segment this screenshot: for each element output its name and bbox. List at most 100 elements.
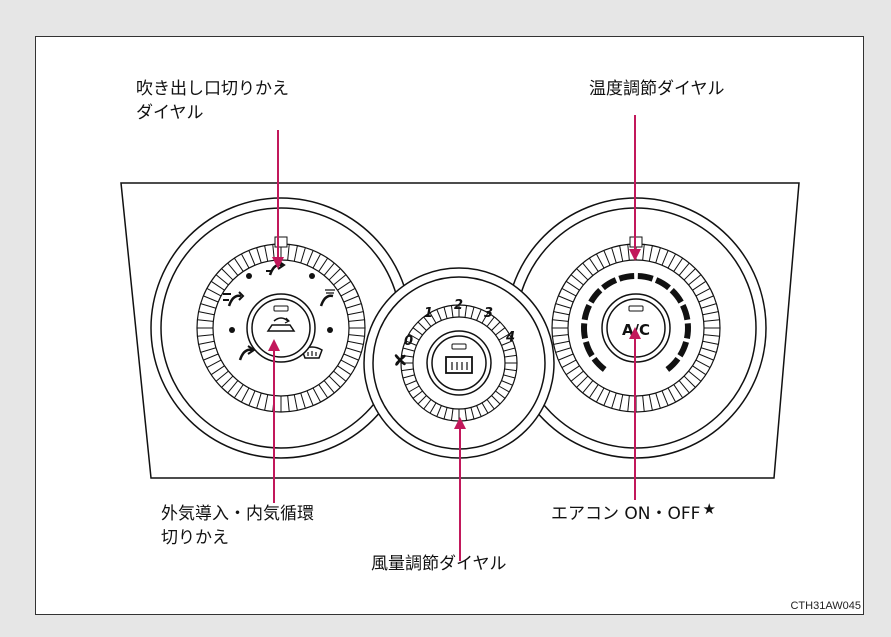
knurl-tick xyxy=(495,327,506,336)
knurl-tick xyxy=(256,392,262,409)
temperature-scale-segment xyxy=(581,304,592,321)
rear-defogger-button[interactable] xyxy=(426,330,492,396)
knurl-tick xyxy=(611,247,617,264)
knurl-tick xyxy=(323,380,335,394)
ac-label-text: エアコン ON・OFF xyxy=(551,504,701,524)
knurl-tick xyxy=(683,375,696,388)
knurl-tick xyxy=(702,340,719,345)
knurl-tick xyxy=(582,380,594,394)
knurl-tick xyxy=(501,380,513,386)
knurl-tick xyxy=(655,247,661,264)
knurl-tick xyxy=(481,312,489,324)
knurl-tick xyxy=(552,319,569,322)
rear-defogger-icon xyxy=(445,356,473,374)
knurl-tick xyxy=(678,262,690,276)
knurl-tick xyxy=(197,319,214,322)
outlet-foot-defrost-icon xyxy=(319,289,335,307)
temperature-scale-segment xyxy=(637,273,654,282)
knurl-tick xyxy=(198,311,215,316)
knurl-tick xyxy=(227,262,239,276)
knurl-tick xyxy=(588,384,599,399)
knurl-tick xyxy=(412,327,423,336)
knurl-tick xyxy=(203,353,219,361)
knurl-tick xyxy=(673,257,684,272)
recirculation-label-line2: 切りかえ xyxy=(161,528,229,548)
knurl-tick xyxy=(561,359,577,369)
knurl-tick xyxy=(498,385,510,393)
knurl-tick xyxy=(221,268,234,281)
knurl-tick xyxy=(678,380,690,394)
knurl-tick xyxy=(695,287,711,297)
temperature-scale-arc xyxy=(581,273,691,372)
temperature-scale-segment xyxy=(677,341,689,358)
knurl-tick xyxy=(576,375,589,388)
knurl-tick xyxy=(476,405,482,417)
knurl-tick xyxy=(345,303,362,309)
knurl-tick xyxy=(318,257,329,272)
recirculation-car-icon xyxy=(266,317,296,332)
fan-speed-labels: 0 1 2 3 4 xyxy=(404,298,515,349)
knurl-tick xyxy=(345,347,362,353)
knurl-tick xyxy=(328,268,341,281)
knurl-tick xyxy=(402,347,415,352)
knurl-tick xyxy=(504,368,517,372)
temperature-scale-segment xyxy=(583,341,595,358)
diagram-frame: 0 1 2 3 4 A/C xyxy=(35,36,864,615)
temperature-scale-segment xyxy=(654,277,671,291)
knurl-tick xyxy=(417,395,427,405)
knurl-tick xyxy=(227,380,239,394)
knurl-tick xyxy=(200,347,217,353)
knurl-tick xyxy=(340,359,356,369)
ac-button-label-callout: エアコン ON・OFF★ xyxy=(551,497,716,526)
knurl-tick xyxy=(688,274,702,286)
knurl-tick xyxy=(337,365,352,376)
knurl-tick xyxy=(565,280,580,291)
knurl-tick xyxy=(340,287,356,297)
knurl-tick xyxy=(565,365,580,376)
knurl-tick xyxy=(464,408,468,421)
knurl-tick xyxy=(661,250,669,266)
knurl-tick xyxy=(561,287,577,297)
knurl-tick xyxy=(206,359,222,369)
temperature-scale-segment xyxy=(588,288,603,304)
knurl-tick xyxy=(264,245,269,262)
knurl-tick xyxy=(210,365,225,376)
knurl-tick xyxy=(470,306,475,319)
knurl-tick xyxy=(688,370,702,382)
knurl-tick xyxy=(495,390,506,399)
recirculation-button[interactable] xyxy=(246,293,316,363)
knurl-tick xyxy=(210,280,225,291)
knurl-tick xyxy=(555,303,572,309)
knurl-tick xyxy=(348,319,365,322)
knurl-tick xyxy=(197,334,214,337)
knurl-tick xyxy=(642,395,645,412)
knurl-tick xyxy=(648,245,653,262)
temperature-dial-label: 温度調節ダイヤル xyxy=(589,79,725,99)
outlet-dial-label: 吹き出し口切りかえ ダイヤル xyxy=(136,77,289,125)
knurl-tick xyxy=(498,333,510,341)
fan-dial[interactable]: 0 1 2 3 4 xyxy=(394,298,518,422)
outlet-dial[interactable] xyxy=(196,236,366,413)
knurl-tick xyxy=(200,303,217,309)
temperature-scale-segment xyxy=(581,323,589,340)
knurl-tick xyxy=(595,253,605,269)
outlet-dial-label-line2: ダイヤル xyxy=(136,103,204,123)
knurl-tick xyxy=(491,321,501,331)
knurl-tick xyxy=(337,280,352,291)
knurl-tick xyxy=(667,253,677,269)
knurl-tick xyxy=(692,280,707,291)
climate-control-panel-diagram: 0 1 2 3 4 A/C xyxy=(120,115,800,561)
knurl-tick xyxy=(233,384,244,399)
knurl-tick xyxy=(423,399,432,410)
knurl-tick xyxy=(405,380,417,386)
knurl-tick xyxy=(553,311,570,316)
knurl-tick xyxy=(486,399,495,410)
knurl-tick xyxy=(300,392,306,409)
knurl-tick xyxy=(240,253,250,269)
knurl-tick xyxy=(347,340,364,345)
knurl-tick xyxy=(408,385,420,393)
knurl-tick xyxy=(256,247,262,264)
knurl-tick xyxy=(293,394,298,411)
knurl-tick xyxy=(423,316,432,327)
star-icon: ★ xyxy=(702,500,716,518)
